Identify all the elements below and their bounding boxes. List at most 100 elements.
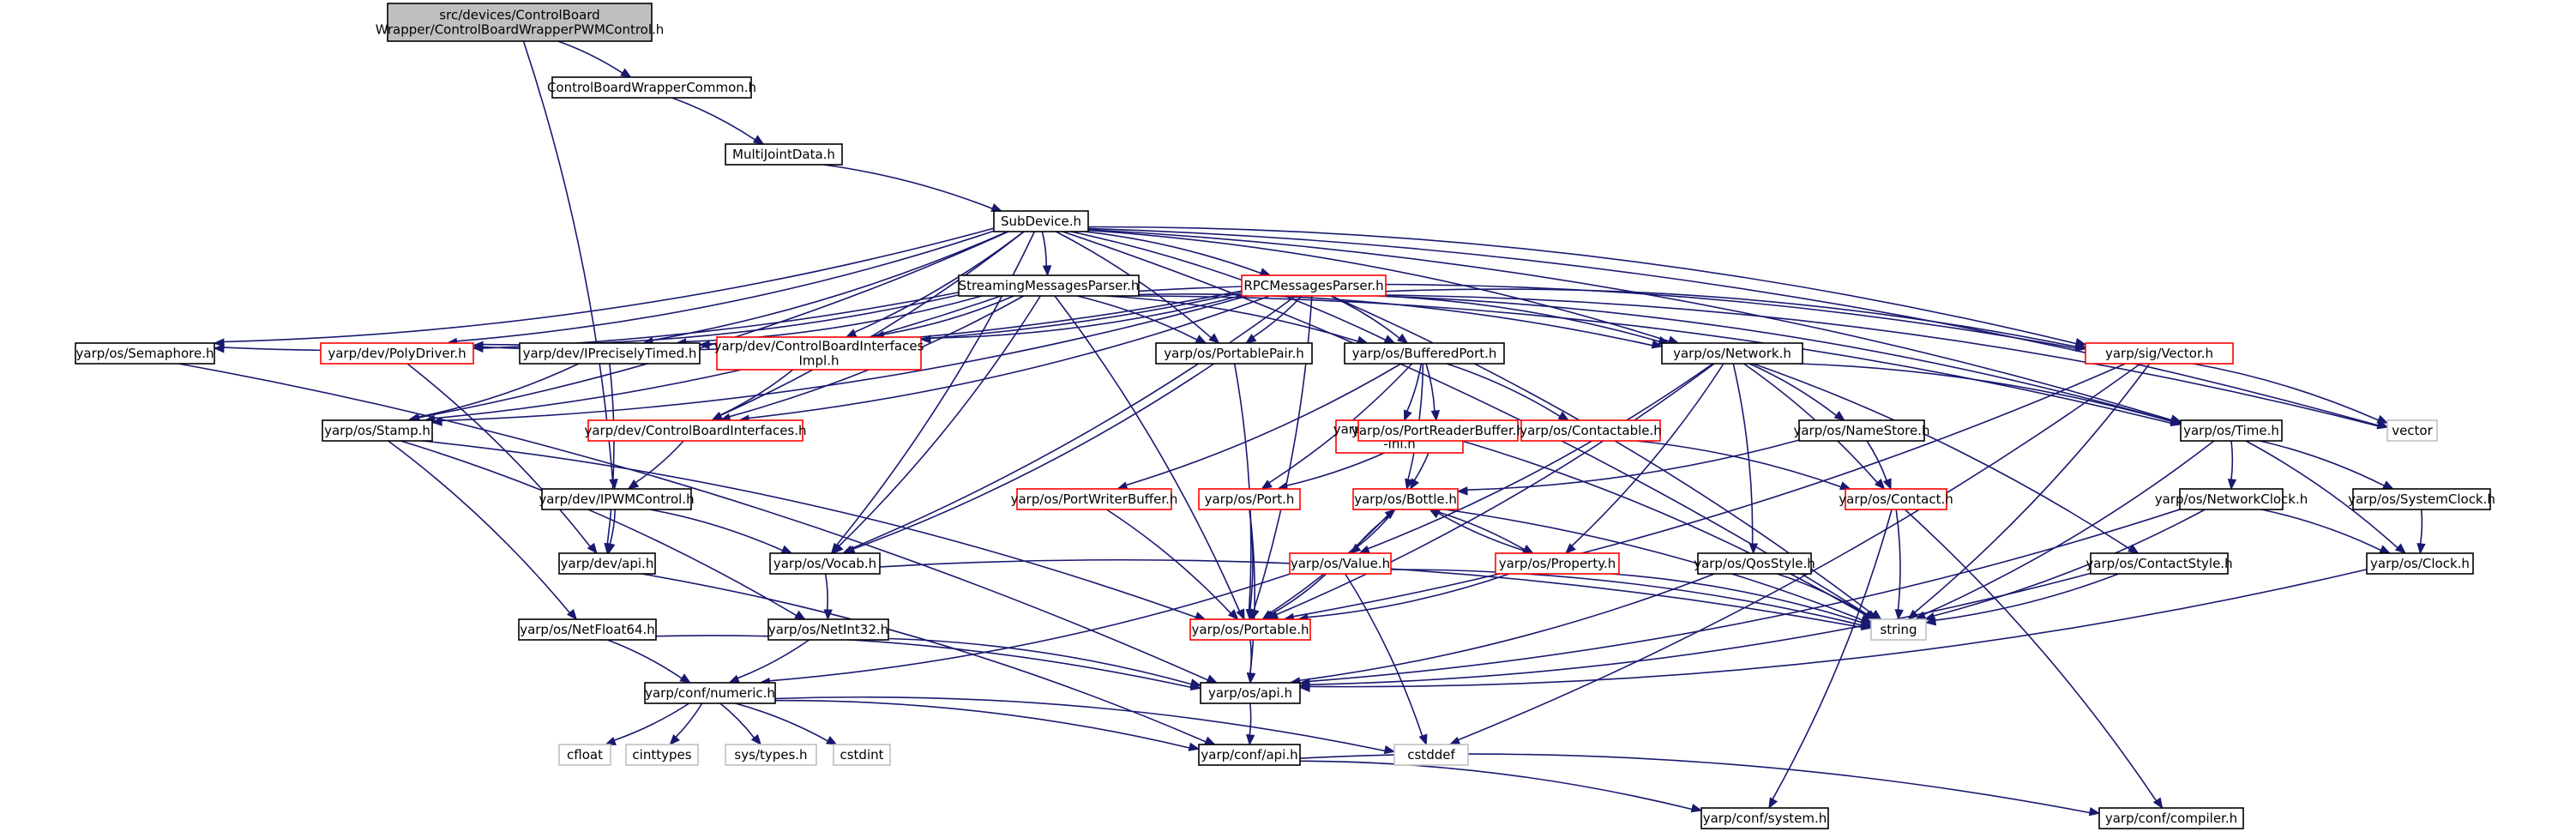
edge-arrowhead	[1204, 736, 1216, 745]
node-osapi[interactable]: yarp/os/api.h	[1200, 682, 1301, 704]
edge-arrowhead	[1865, 610, 1877, 620]
edge-line	[613, 702, 690, 741]
node-ni32[interactable]: yarp/os/NetInt32.h	[767, 618, 889, 641]
edge-pp-to-vocab	[844, 363, 1215, 554]
node-net[interactable]: yarp/os/Network.h	[1661, 342, 1803, 365]
edge-arrowhead	[1358, 545, 1371, 554]
edge-pwb-to-portable	[1105, 509, 1239, 620]
node-confapi[interactable]: yarp/conf/api.h	[1198, 744, 1301, 766]
node-pp[interactable]: yarp/os/PortablePair.h	[1155, 342, 1313, 365]
node-label: cstddef	[1407, 747, 1455, 763]
node-box	[322, 419, 433, 442]
edge-line	[774, 696, 1386, 752]
edge-arrowhead	[669, 734, 680, 745]
node-iprec[interactable]: yarp/dev/IPreciselyTimed.h	[519, 342, 701, 365]
edge-line	[2193, 363, 2379, 421]
node-sysclock[interactable]: yarp/os/SystemClock.h	[2348, 488, 2495, 510]
edge-ns-to-contact	[1866, 440, 1892, 491]
edge-line	[1253, 295, 1313, 611]
edge-arrowhead	[1246, 672, 1256, 684]
edge-subdev-to-iprec	[641, 231, 1008, 347]
node-devapi[interactable]: yarp/dev/api.h	[558, 552, 656, 575]
node-root[interactable]: src/devices/ControlBoardWrapper/ControlB…	[376, 3, 665, 42]
edge-line	[1084, 231, 1261, 274]
node-box	[1495, 552, 1620, 575]
edge-line	[1466, 439, 1800, 491]
node-clock[interactable]: yarp/os/Clock.h	[2366, 552, 2474, 575]
edge-arrowhead	[213, 344, 225, 353]
edge-line	[652, 231, 1008, 341]
edge-arrowhead	[1557, 411, 1570, 421]
node-sem[interactable]: yarp/os/Semaphore.h	[75, 342, 215, 365]
node-smp[interactable]: StreamingMessagesParser.h	[958, 274, 1140, 297]
node-prb[interactable]: yarp/os/PortReaderBuffer.h	[1351, 419, 1525, 442]
node-prop[interactable]: yarp/os/Property.h	[1495, 552, 1620, 575]
node-box	[1016, 488, 1172, 510]
node-vec[interactable]: yarp/sig/Vector.h	[2085, 342, 2234, 365]
node-confsys[interactable]: yarp/conf/system.h	[1700, 807, 1829, 829]
node-contable[interactable]: yarp/os/Contactable.h	[1520, 419, 1662, 442]
node-nf64[interactable]: yarp/os/NetFloat64.h	[518, 618, 657, 641]
node-vocab[interactable]: yarp/os/Vocab.h	[769, 552, 881, 575]
node-cbi[interactable]: yarp/dev/ControlBoardInterfaces.h	[584, 419, 807, 442]
edge-sysclock-to-clock	[2417, 509, 2426, 555]
edge-line	[1748, 363, 1837, 417]
edge-net-to-time	[1798, 363, 2182, 425]
edge-line	[1444, 509, 1863, 621]
node-numeric[interactable]: yarp/conf/numeric.h	[644, 682, 776, 704]
node-label: yarp/os/Semaphore.h	[76, 346, 214, 361]
edge-net-to-portable	[1267, 363, 1715, 620]
edge-arrowhead	[472, 343, 484, 353]
edge-ipwm-to-devapi	[606, 509, 616, 555]
node-cinttypes: cinttypes	[625, 744, 699, 766]
edge-cbi-to-ipwm	[627, 440, 684, 490]
node-subdev[interactable]: SubDevice.h	[993, 210, 1089, 232]
node-value[interactable]: yarp/os/Value.h	[1289, 552, 1392, 575]
node-box	[993, 210, 1089, 232]
node-port[interactable]: yarp/os/Port.h	[1198, 488, 1301, 510]
node-cstdint: cstdint	[833, 744, 891, 766]
edge-line	[1233, 363, 1252, 611]
edge-line	[400, 440, 797, 617]
edge-iprec-to-devapi	[604, 363, 615, 555]
edge-line	[851, 295, 1297, 550]
node-time[interactable]: yarp/os/Time.h	[2180, 419, 2283, 442]
node-ns[interactable]: yarp/os/NameStore.h	[1793, 419, 1930, 442]
node-bp[interactable]: yarp/os/BufferedPort.h	[1344, 342, 1505, 365]
node-qos[interactable]: yarp/os/QosStyle.h	[1694, 552, 1815, 575]
node-mjd[interactable]: MultiJointData.h	[725, 143, 843, 166]
node-netclock[interactable]: yarp/os/NetworkClock.h	[2155, 488, 2308, 510]
node-label: yarp/os/Contact.h	[1839, 491, 1953, 507]
node-pwb[interactable]: yarp/os/PortWriterBuffer.h	[1011, 488, 1178, 510]
node-poly[interactable]: yarp/dev/PolyDriver.h	[320, 342, 474, 365]
node-rpc[interactable]: RPCMessagesParser.h	[1241, 274, 1387, 297]
edge-time-to-netclock	[2227, 440, 2237, 491]
edge-line	[2230, 440, 2234, 480]
edge-line	[1299, 573, 1715, 682]
node-stamp[interactable]: yarp/os/Stamp.h	[322, 419, 433, 442]
node-box	[2098, 807, 2244, 829]
edge-line	[1935, 573, 2119, 621]
node-confcomp[interactable]: yarp/conf/compiler.h	[2098, 807, 2244, 829]
edge-line	[2261, 509, 2381, 552]
node-string: string	[1870, 618, 1927, 641]
node-contact[interactable]: yarp/os/Contact.h	[1839, 488, 1953, 510]
edge-line	[719, 369, 794, 416]
edge-value-to-cstddef	[1345, 573, 1428, 746]
node-box	[769, 552, 881, 575]
edge-arrowhead	[1874, 478, 1886, 490]
node-label: yarp/os/NetInt32.h	[768, 622, 888, 637]
edge-arrowhead	[1245, 334, 1257, 344]
node-cstyle[interactable]: yarp/os/ContactStyle.h	[2085, 552, 2233, 575]
edge-arrowhead	[1246, 734, 1255, 746]
edge-arrowhead	[752, 135, 765, 145]
edge-net-to-prop	[1565, 363, 1724, 554]
node-vector: vector	[2386, 419, 2438, 442]
node-ipwm[interactable]: yarp/dev/IPWMControl.h	[539, 488, 695, 510]
node-portable[interactable]: yarp/os/Portable.h	[1189, 618, 1311, 641]
node-bottle[interactable]: yarp/os/Bottle.h	[1352, 488, 1459, 510]
edge-arrowhead	[1397, 333, 1409, 344]
node-cbwc[interactable]: ControlBoardWrapperCommon.h	[547, 76, 756, 99]
